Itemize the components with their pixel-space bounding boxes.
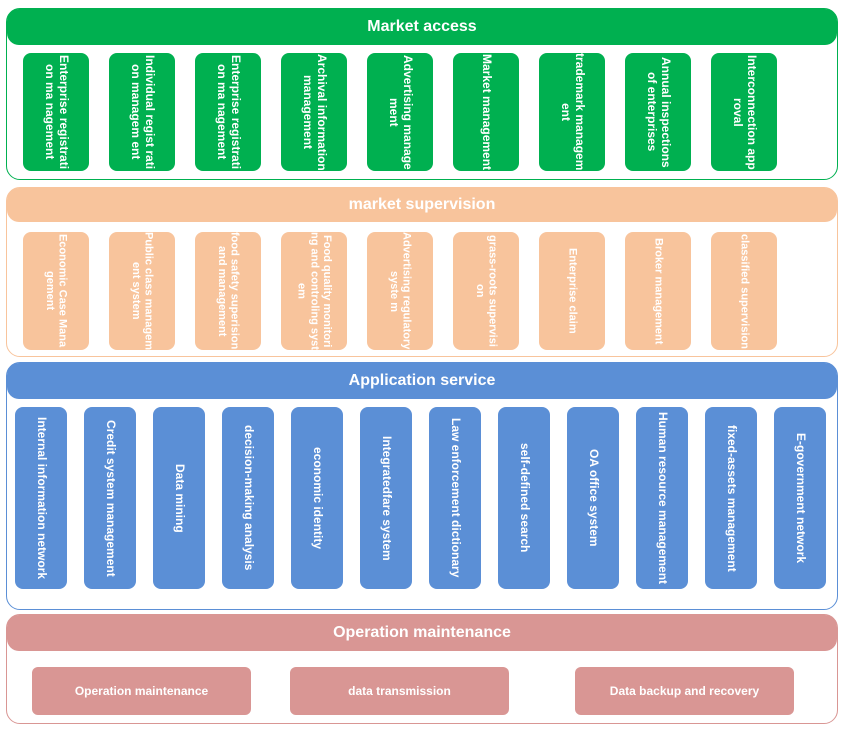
market-access-section: Market access Enterprise registration ma… — [6, 8, 838, 180]
supervision-item: grass-roots supervision — [453, 232, 519, 350]
access-item: Interconnection approval — [711, 53, 777, 171]
supervision-item: Enterprise claim — [539, 232, 605, 350]
supervision-item: Food quality monitoring and controling s… — [281, 232, 347, 350]
access-item: trademark management — [539, 53, 605, 171]
service-item: Data mining — [153, 407, 205, 589]
service-item: Human resource management — [636, 407, 688, 589]
service-item: Credit system management — [84, 407, 136, 589]
operation-maintenance-title: Operation maintenance — [7, 615, 837, 651]
market-access-title: Market access — [7, 9, 837, 45]
operation-maintenance-section: Operation maintenance Operation maintena… — [6, 614, 838, 724]
service-item: decision-making analysis — [222, 407, 274, 589]
service-item: Integratedfare system — [360, 407, 412, 589]
service-item: Internal information network — [15, 407, 67, 589]
market-supervision-title: market supervision — [7, 188, 837, 222]
supervision-item: classified supervision — [711, 232, 777, 350]
access-item: Archival information management — [281, 53, 347, 171]
market-supervision-row: Economic Case Management Public class ma… — [23, 232, 825, 352]
data-backup-recovery-item: Data backup and recovery — [575, 667, 794, 715]
service-item: economic identity — [291, 407, 343, 589]
access-item: Market management — [453, 53, 519, 171]
supervision-item: food safety superision and management — [195, 232, 261, 350]
supervision-item: Economic Case Management — [23, 232, 89, 350]
application-service-row: Internal information network Credit syst… — [15, 407, 829, 589]
service-item: fixed-assets management — [705, 407, 757, 589]
data-transmission-item: data transmission — [290, 667, 509, 715]
access-item: Enterprise registration ma nagement — [195, 53, 261, 171]
service-item: E-government network — [774, 407, 826, 589]
operation-maintenance-item: Operation maintenance — [32, 667, 251, 715]
supervision-item: Broker management — [625, 232, 691, 350]
market-access-row: Enterprise registration ma nagement Indi… — [23, 53, 825, 177]
service-item: Law enforcement dictionary — [429, 407, 481, 589]
application-service-section: Application service Internal information… — [6, 362, 838, 610]
access-item: Annual inspections of enterprises — [625, 53, 691, 171]
service-item: OA office system — [567, 407, 619, 589]
access-item: Advertising management — [367, 53, 433, 171]
service-item: self-defined search — [498, 407, 550, 589]
access-item: Individual regist ration managem ent — [109, 53, 175, 171]
application-service-title: Application service — [7, 363, 837, 399]
supervision-item: Advertising regulatory syste m — [367, 232, 433, 350]
market-supervision-section: market supervision Economic Case Managem… — [6, 187, 838, 357]
supervision-item: Public class management system — [109, 232, 175, 350]
access-item: Enterprise registration ma nagement — [23, 53, 89, 171]
